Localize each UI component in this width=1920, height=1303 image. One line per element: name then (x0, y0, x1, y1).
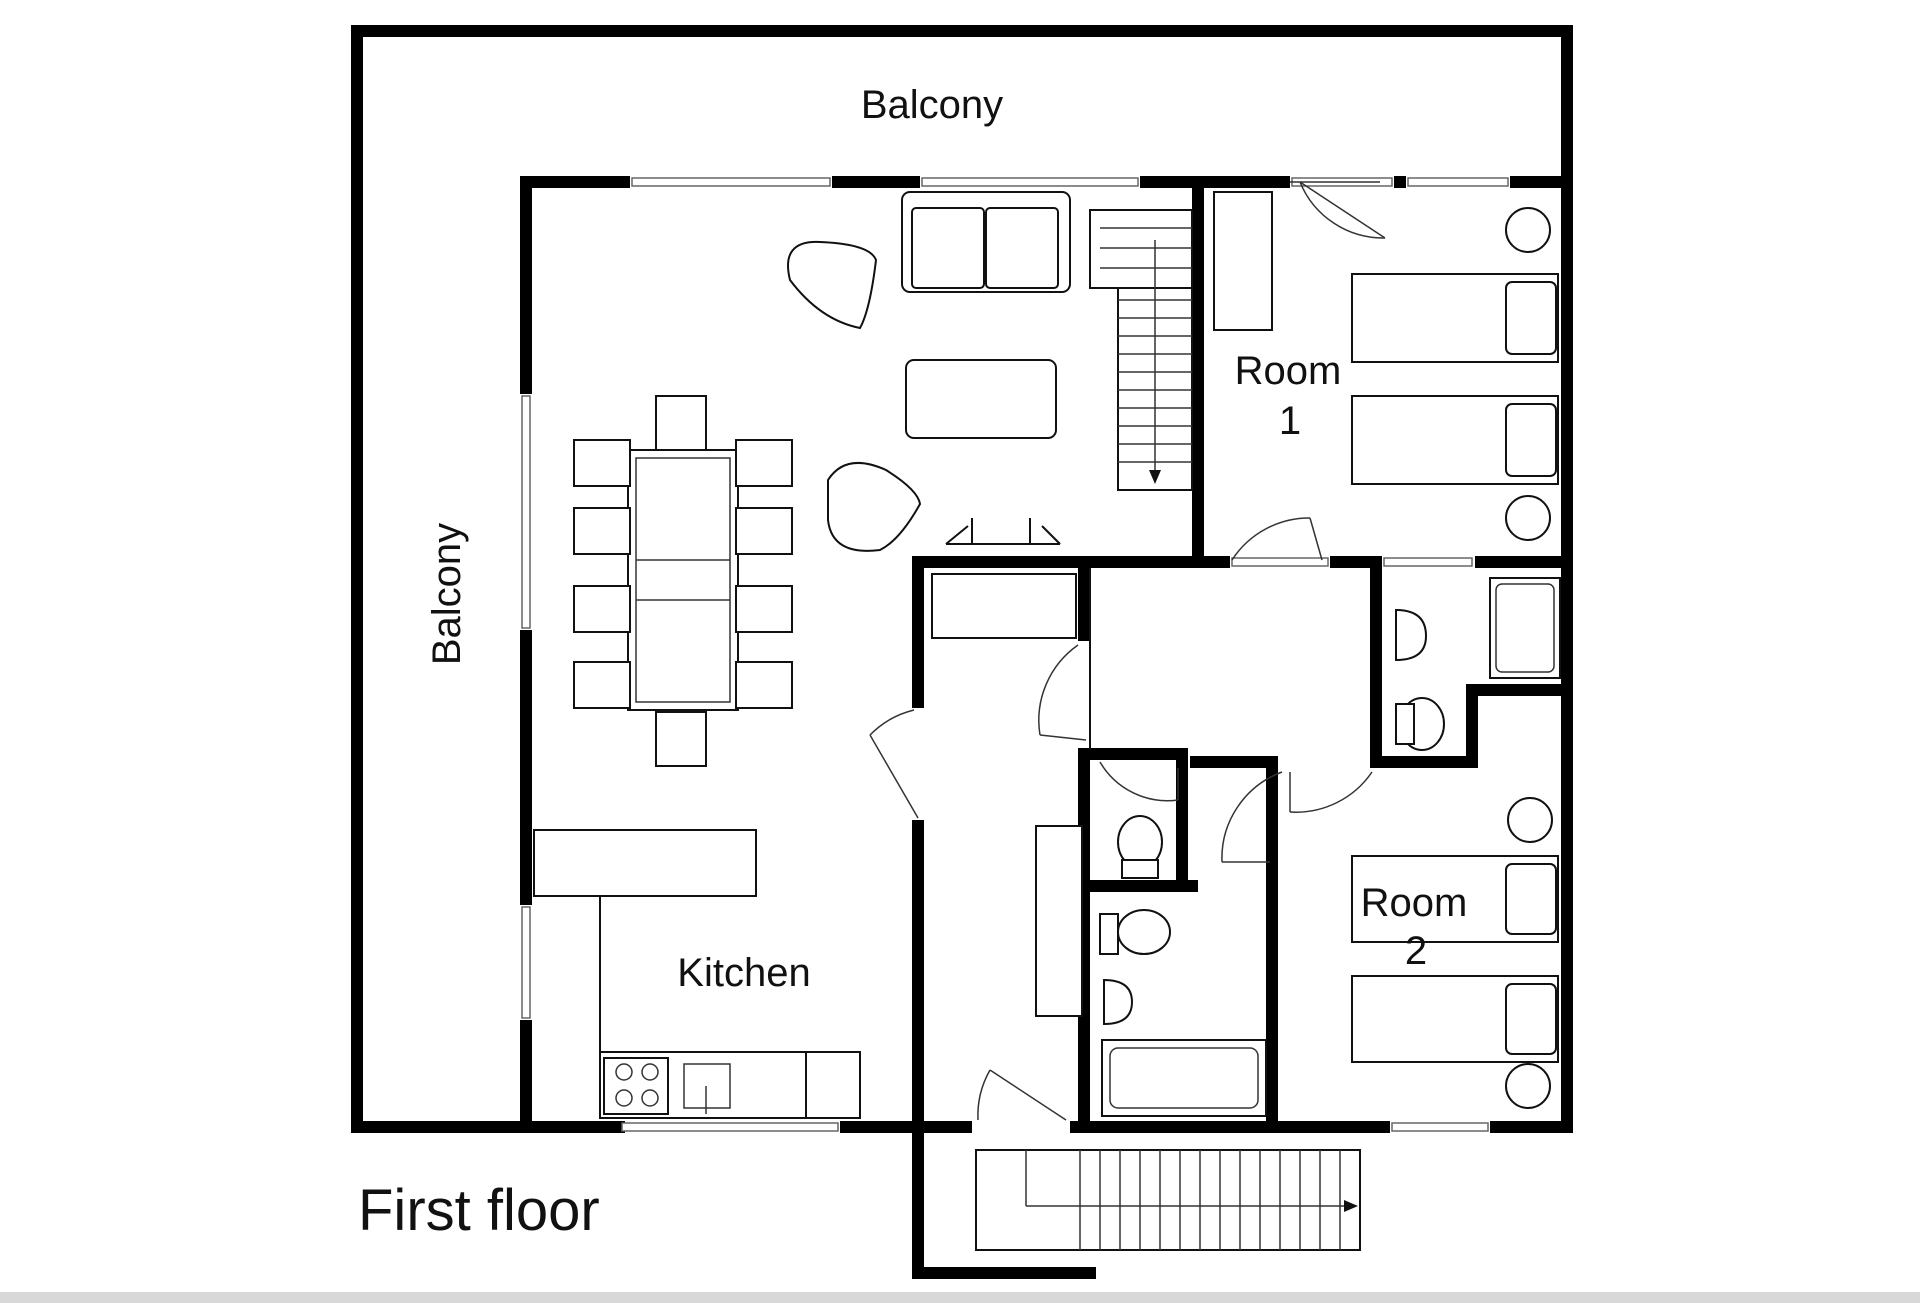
living-furniture (573, 191, 1071, 767)
hall-fixtures (931, 568, 1091, 1017)
room2-label-line2: 2 (1405, 929, 1427, 973)
bathroom1-fixtures (1395, 577, 1561, 751)
labels: Balcony Balcony Room 1 Room 2 Kitchen Fi… (358, 83, 1467, 1243)
doors (869, 181, 1386, 1121)
kitchen-label: Kitchen (677, 951, 810, 995)
room1-label-line2: 1 (1279, 399, 1301, 443)
room2-furniture (1351, 797, 1559, 1109)
floor-title: First floor (358, 1178, 600, 1243)
interior-walls (520, 176, 1573, 1279)
windows (521, 177, 1509, 1132)
balcony-left-label: Balcony (425, 523, 469, 665)
kitchen-fixtures (533, 829, 861, 1119)
room1-furniture (1213, 191, 1559, 541)
room2-label-line1: Room (1361, 881, 1468, 925)
room1-label-line1: Room (1235, 349, 1342, 393)
bathroom2-fixtures (1099, 815, 1267, 1117)
balcony-top-label: Balcony (861, 83, 1003, 127)
outer-walls (351, 25, 1573, 1133)
upper-stairs (1089, 209, 1193, 491)
image-bottom-border (0, 1292, 1920, 1303)
lower-stairs (975, 1149, 1361, 1251)
